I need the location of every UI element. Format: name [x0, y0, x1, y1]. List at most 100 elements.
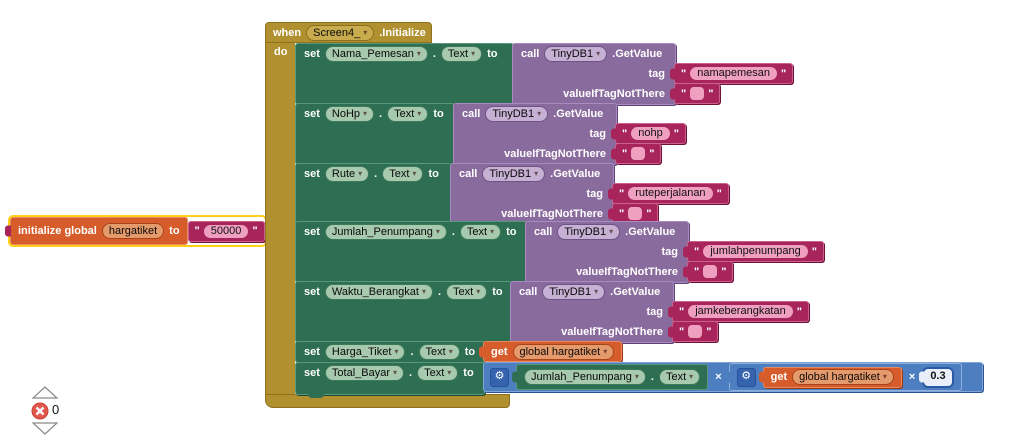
multiply-block-outer[interactable]: ⚙ Jumlah_Penumpang▾ . Text▾ × ⚙ get glob…: [483, 362, 983, 392]
set-property-block[interactable]: set Rute▾ . Text▾ to: [295, 163, 452, 225]
get-global-hargatiket-block[interactable]: get global hargatiket▾: [483, 341, 623, 362]
dropdown-arrow-icon: ▾: [609, 227, 614, 236]
dropdown-arrow-icon: ▾: [412, 169, 417, 178]
text-string-block-50000[interactable]: " 50000 ": [187, 220, 265, 242]
number-block[interactable]: 0.3: [922, 366, 954, 388]
dropdown-arrow-icon: ▾: [534, 169, 539, 178]
empty-string-block[interactable]: "": [674, 83, 721, 104]
variable-dropdown[interactable]: global hargatiket▾: [792, 369, 894, 385]
dropdown-arrow-icon: ▾: [594, 287, 599, 296]
mutator-gear-icon[interactable]: ⚙: [490, 367, 509, 387]
dropdown-arrow-icon: ▾: [363, 27, 368, 37]
empty-string-block[interactable]: "": [615, 143, 662, 164]
component-dropdown[interactable]: Harga_Tiket▾: [324, 344, 406, 360]
dropdown-arrow-icon: ▾: [421, 287, 426, 296]
tag-value-field[interactable]: jumlahpenumpang: [703, 245, 808, 258]
empty-text-field[interactable]: [688, 325, 703, 338]
property-dropdown[interactable]: Text▾: [387, 106, 429, 122]
screen-dropdown[interactable]: Screen4_ ▾: [306, 24, 375, 41]
tinydb-dropdown[interactable]: TinyDB1▾: [542, 284, 606, 300]
tag-text-block[interactable]: " jumlahpenumpang ": [687, 241, 824, 262]
initialize-global-block[interactable]: initialize global hargatiket to " 50000 …: [8, 215, 267, 247]
property-dropdown[interactable]: Text▾: [417, 365, 459, 381]
dropdown-arrow-icon: ▾: [882, 372, 887, 381]
dropdown-arrow-icon: ▾: [448, 347, 453, 356]
tag-value-field[interactable]: ruteperjalanan: [628, 187, 713, 200]
set-property-block[interactable]: set Waktu_Berangkat▾ . Text▾ to: [295, 281, 512, 343]
dropdown-arrow-icon: ▾: [394, 347, 399, 356]
when-block-do-spine[interactable]: do: [265, 43, 295, 394]
call-getvalue-block[interactable]: call TinyDB1▾ .GetValue tag valueIfTagNo…: [512, 43, 676, 105]
text-value-field[interactable]: 50000: [203, 224, 249, 238]
dropdown-arrow-icon: ▾: [471, 49, 476, 58]
component-dropdown[interactable]: Waktu_Berangkat▾: [324, 284, 433, 300]
empty-text-field[interactable]: [703, 265, 718, 278]
dropdown-arrow-icon: ▾: [417, 109, 422, 118]
when-block-foot: [265, 394, 510, 408]
property-dropdown[interactable]: Text▾: [459, 224, 502, 240]
multiply-block-inner[interactable]: ⚙ get global hargatiket▾ × 0.3: [728, 363, 962, 391]
dropdown-arrow-icon: ▾: [596, 49, 601, 58]
empty-string-block[interactable]: "": [687, 261, 734, 282]
component-dropdown[interactable]: Total_Bayar▾: [324, 365, 405, 381]
multiply-operator: ×: [715, 371, 722, 383]
get-global-hargatiket-block[interactable]: get global hargatiket▾: [762, 366, 902, 388]
tinydb-dropdown[interactable]: TinyDB1▾: [544, 46, 608, 62]
dropdown-arrow-icon: ▾: [603, 346, 608, 356]
tinydb-dropdown[interactable]: TinyDB1▾: [557, 224, 621, 240]
component-dropdown[interactable]: Rute▾: [324, 166, 370, 182]
call-getvalue-block[interactable]: call TinyDB1▾ .GetValue tag valueIfTagNo…: [453, 103, 617, 165]
when-event-block-header[interactable]: when Screen4_ ▾ .Initialize: [265, 22, 432, 43]
dropdown-arrow-icon: ▾: [416, 49, 421, 58]
dropdown-arrow-icon: ▾: [393, 368, 398, 377]
tag-text-block[interactable]: " nohp ": [615, 123, 686, 144]
property-dropdown[interactable]: Text▾: [418, 344, 460, 360]
empty-text-field[interactable]: [631, 147, 646, 160]
tinydb-dropdown[interactable]: TinyDB1▾: [482, 166, 546, 182]
tag-value-field[interactable]: jamkeberangkatan: [688, 305, 793, 318]
empty-text-field[interactable]: [628, 207, 643, 220]
multiply-operator: ×: [908, 371, 916, 383]
empty-string-block[interactable]: "": [672, 321, 719, 342]
initialize-global-label: initialize global: [18, 225, 97, 237]
warnings-up-arrow[interactable]: [32, 386, 58, 399]
set-property-block[interactable]: set Harga_Tiket▾ . Text▾ to: [295, 341, 485, 363]
jumlah-penumpang-text-getter-block[interactable]: Jumlah_Penumpang▾ . Text▾: [516, 364, 709, 390]
variable-dropdown[interactable]: global hargatiket▾: [512, 343, 615, 360]
tag-value-field[interactable]: nohp: [631, 127, 670, 140]
to-label: to: [169, 225, 180, 237]
dropdown-arrow-icon: ▾: [435, 227, 440, 236]
dropdown-arrow-icon: ▾: [490, 227, 495, 236]
dropdown-arrow-icon: ▾: [689, 372, 694, 381]
errors-down-arrow[interactable]: [32, 422, 58, 435]
tinydb-dropdown[interactable]: TinyDB1▾: [485, 106, 549, 122]
error-count: 0: [52, 402, 60, 417]
tag-text-block[interactable]: " namapemesan ": [674, 63, 794, 84]
when-label: when: [273, 26, 302, 39]
component-dropdown[interactable]: Nama_Pemesan▾: [324, 46, 428, 62]
set-property-block[interactable]: set Jumlah_Penumpang▾ . Text▾ to: [295, 221, 527, 283]
call-getvalue-block[interactable]: call TinyDB1▾ .GetValue tag valueIfTagNo…: [525, 221, 689, 283]
property-dropdown[interactable]: Text▾: [440, 46, 483, 62]
component-dropdown[interactable]: Jumlah_Penumpang▾: [524, 369, 646, 385]
set-property-block[interactable]: set Nama_Pemesan▾ . Text▾ to: [295, 43, 514, 105]
set-property-block[interactable]: set Total_Bayar▾ . Text▾ to: [295, 362, 485, 398]
tag-text-block[interactable]: " jamkeberangkatan ": [672, 301, 809, 322]
empty-text-field[interactable]: [690, 87, 705, 100]
dropdown-arrow-icon: ▾: [358, 169, 363, 178]
property-dropdown[interactable]: Text▾: [382, 166, 424, 182]
call-getvalue-block[interactable]: call TinyDB1▾ .GetValue tag valueIfTagNo…: [450, 163, 614, 225]
component-dropdown[interactable]: NoHp▾: [324, 106, 375, 122]
tag-value-field[interactable]: namapemesan: [690, 67, 777, 80]
tag-text-block[interactable]: " ruteperjalanan ": [612, 183, 729, 204]
mutator-gear-icon[interactable]: ⚙: [736, 367, 756, 387]
property-dropdown[interactable]: Text▾: [658, 369, 701, 385]
empty-string-block[interactable]: "": [612, 203, 659, 224]
set-property-block[interactable]: set NoHp▾ . Text▾ to: [295, 103, 455, 165]
global-variable-name-field[interactable]: hargatiket: [101, 223, 165, 239]
dropdown-arrow-icon: ▾: [476, 287, 481, 296]
component-dropdown[interactable]: Jumlah_Penumpang▾: [324, 224, 447, 240]
property-dropdown[interactable]: Text▾: [446, 284, 488, 300]
call-getvalue-block[interactable]: call TinyDB1▾ .GetValue tag valueIfTagNo…: [510, 281, 674, 343]
